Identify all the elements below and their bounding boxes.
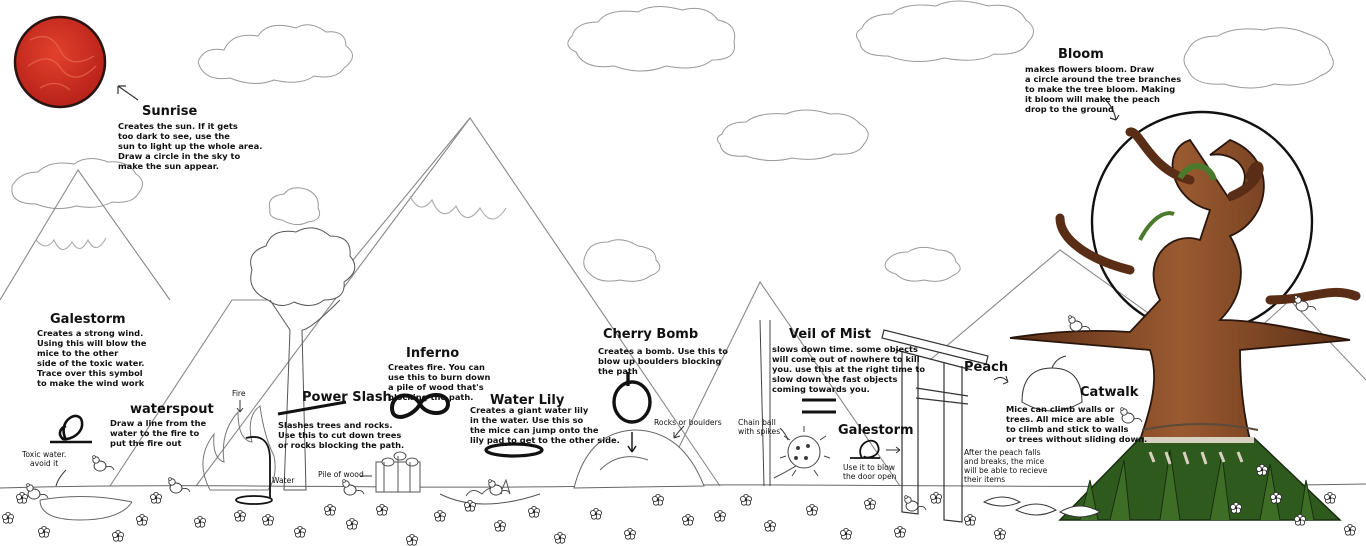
- sunrise-arrow: [117, 85, 139, 101]
- galestorm-symbol: [50, 414, 92, 444]
- veil-of-mist-title: Veil of Mist: [789, 327, 872, 342]
- water-lily-title: Water Lily: [490, 393, 565, 408]
- chain-ball: [759, 319, 831, 487]
- cloud: [268, 187, 321, 226]
- pile-of-wood: [375, 451, 421, 493]
- veil-of-mist-desc: slows down time. some objects will come …: [772, 344, 926, 394]
- cloud: [884, 246, 961, 282]
- mountain: [659, 280, 901, 487]
- spell-symbols: [50, 372, 880, 459]
- chain-ball-label: Chain ball with spikes: [738, 418, 781, 436]
- cherry-bomb-symbol: [612, 372, 652, 424]
- cloud: [716, 109, 869, 162]
- water-label: Water: [272, 476, 295, 485]
- bloom-desc: makes flowers bloom. Draw a circle aroun…: [1025, 64, 1182, 114]
- sunrise-desc: Creates the sun. If it gets too dark to …: [118, 121, 263, 171]
- power-slash-title: Power Slash: [302, 390, 392, 405]
- galestorm-left-title: Galestorm: [50, 312, 126, 327]
- power-slash-desc: Slashes trees and rocks. Use this to cut…: [278, 420, 405, 450]
- fire-label: Fire: [232, 389, 246, 398]
- cloud: [583, 239, 661, 282]
- cloud: [567, 6, 736, 72]
- label-arrows: [55, 400, 901, 487]
- cloud: [11, 158, 143, 210]
- peach-desc: After the peach falls and breaks, the mi…: [964, 448, 1048, 484]
- waterspout-line: [235, 436, 273, 505]
- rocks-label: Rocks or boulders: [654, 418, 722, 427]
- inferno-symbol: [389, 393, 451, 419]
- power-slash-symbol: [277, 400, 347, 416]
- fire: [202, 405, 276, 491]
- catwalk-desc: Mice can climb walls or trees. All mice …: [1006, 404, 1148, 444]
- water-lily-symbol: [484, 442, 544, 458]
- torii-gate: [881, 329, 989, 523]
- peach-tree: [1009, 127, 1361, 521]
- rocks-arrow: [673, 425, 685, 439]
- clouds: [11, 0, 1334, 282]
- cherry-bomb-desc: Creates a bomb. Use this to blow up boul…: [598, 346, 728, 376]
- galestorm-small-symbol: [850, 439, 880, 459]
- galestorm-right-desc: Use it to blow the door open: [843, 463, 897, 481]
- galestorm-left-desc: Creates a strong wind. Using this will b…: [37, 328, 147, 388]
- veil-of-mist-symbol: [802, 398, 836, 414]
- mountain: [0, 168, 171, 301]
- waterspout-desc: Draw a line from the water to the fire t…: [110, 418, 207, 448]
- galestorm-right-title: Galestorm: [838, 423, 914, 438]
- waterspout-title: waterspout: [130, 402, 214, 417]
- pile-of-wood-label: Pile of wood: [318, 470, 364, 479]
- cloud: [1183, 27, 1334, 89]
- toxic-water-label: Toxic water. avoid it: [22, 450, 67, 468]
- peach: [982, 355, 1102, 518]
- toxic-water: [39, 495, 133, 521]
- peach-arrow: [993, 375, 1009, 385]
- catwalk-title: Catwalk: [1080, 385, 1139, 400]
- sun: [13, 15, 107, 109]
- bloom-arrow: [1103, 97, 1120, 121]
- boulder: [573, 429, 705, 489]
- inferno-desc: Creates fire. You can use this to burn d…: [388, 362, 491, 402]
- peach-title: Peach: [964, 360, 1009, 375]
- inferno-title: Inferno: [406, 346, 460, 361]
- water-lily-desc: Creates a giant water lily in the water.…: [470, 405, 620, 445]
- cloud: [197, 24, 353, 84]
- power-slash-tree: [250, 227, 356, 491]
- cherry-bomb-title: Cherry Bomb: [603, 327, 699, 342]
- sunrise-title: Sunrise: [142, 104, 198, 119]
- bloom-title: Bloom: [1058, 47, 1104, 62]
- bomb-arrow: [627, 432, 637, 453]
- cloud: [856, 0, 1034, 62]
